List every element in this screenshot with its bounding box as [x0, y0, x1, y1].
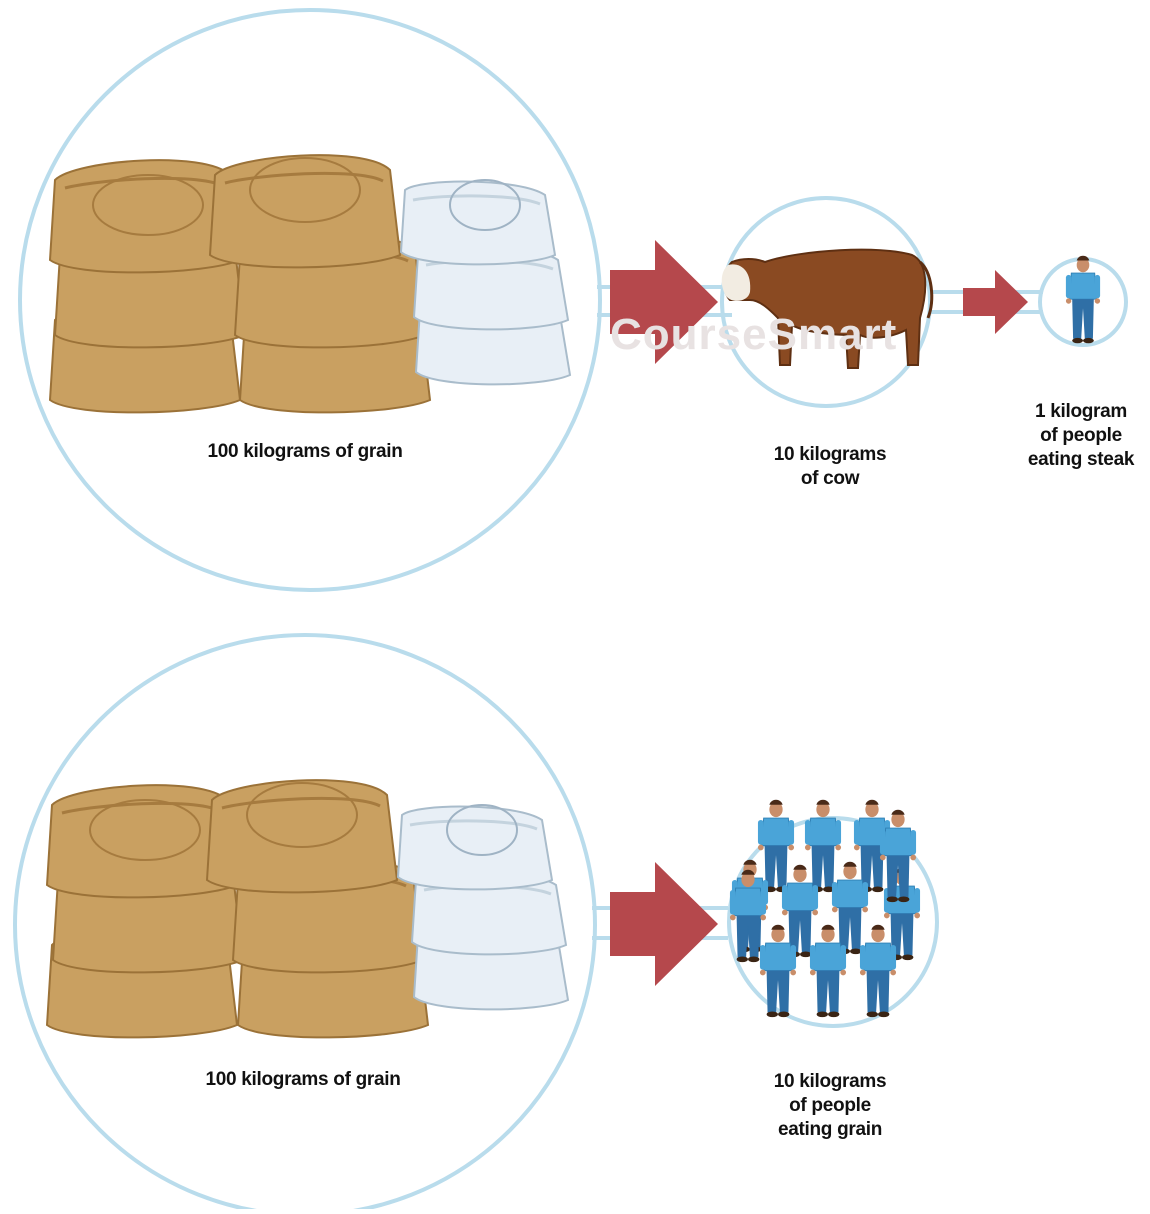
bottom-grain-label: 100 kilograms of grain: [148, 1068, 458, 1092]
top-people-label: 1 kilogram of people eating steak: [1012, 400, 1150, 472]
grain-sack-icon: [210, 155, 430, 412]
person-icon: [758, 800, 794, 892]
person-icon: [860, 925, 896, 1017]
arrow-right-icon: [610, 862, 718, 986]
watermark: CourseSmart: [610, 310, 897, 360]
person-icon: [805, 800, 841, 892]
arrow-right-icon: [963, 270, 1028, 334]
top-grain-label: 100 kilograms of grain: [150, 440, 460, 464]
bottom-people-label: 10 kilograms of people eating grain: [735, 1070, 925, 1142]
people-crowd: [730, 800, 920, 1017]
top-cow-label: 10 kilograms of cow: [740, 443, 920, 491]
grain-sack-icon: [207, 780, 428, 1037]
white-sack-icon: [401, 180, 570, 384]
person-icon: [1066, 256, 1100, 344]
white-sack-icon: [398, 805, 568, 1009]
